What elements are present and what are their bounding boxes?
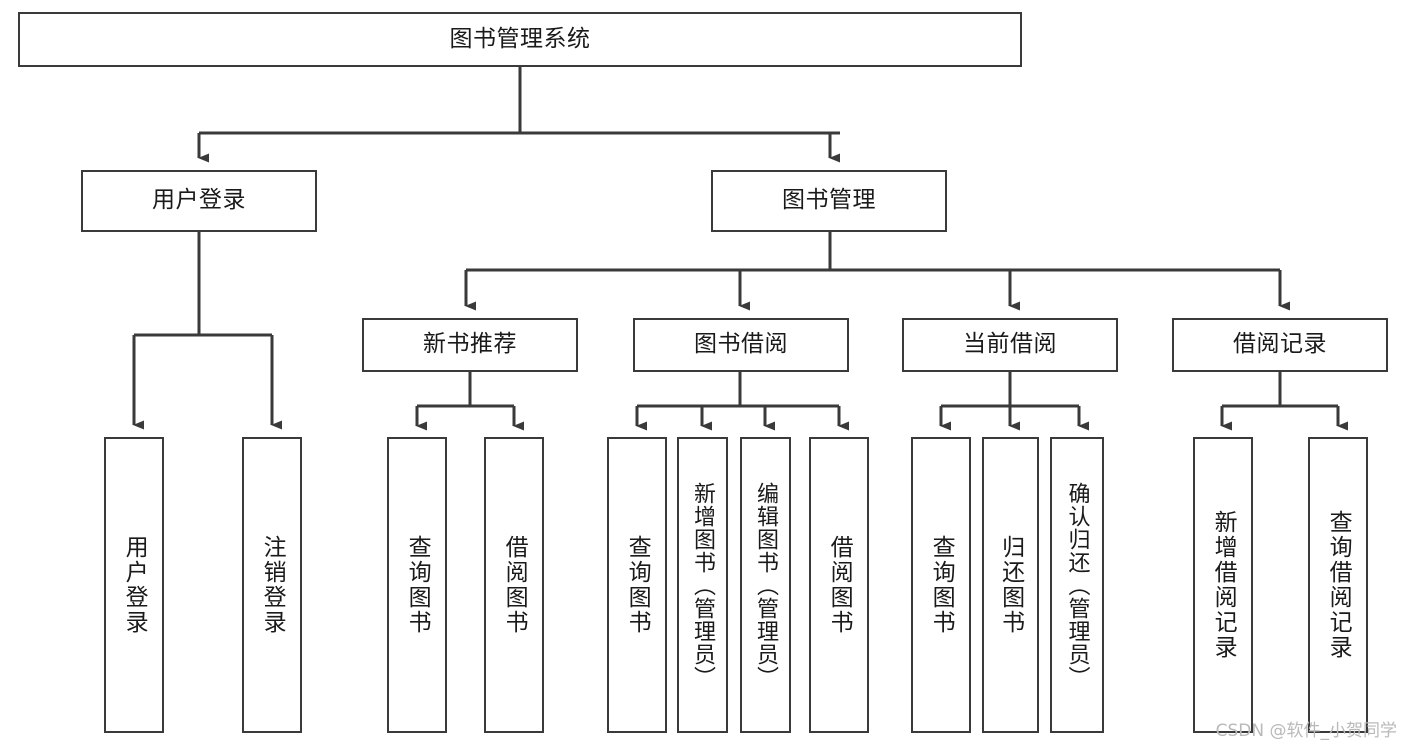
- node-leaf-user-login-label: 用户登录: [121, 535, 148, 635]
- node-leaf-edit-book[interactable]: 编辑图书（管理员）: [740, 437, 791, 733]
- node-current-borrow-label: 当前借阅: [963, 331, 1057, 358]
- node-leaf-confirm-return[interactable]: 确认归还（管理员）: [1050, 437, 1104, 733]
- node-leaf-query-record[interactable]: 查询借阅记录: [1308, 437, 1368, 733]
- node-user-login[interactable]: 用户登录: [81, 170, 317, 232]
- node-leaf-borrow-book-2-label: 借阅图书: [826, 535, 853, 635]
- node-leaf-query-book-3[interactable]: 查询图书: [911, 437, 971, 733]
- node-root-label: 图书管理系统: [449, 25, 591, 52]
- node-leaf-edit-book-label: 编辑图书（管理员）: [753, 481, 779, 689]
- node-root[interactable]: 图书管理系统: [18, 12, 1022, 67]
- node-leaf-user-login[interactable]: 用户登录: [104, 437, 164, 733]
- node-borrow-record[interactable]: 借阅记录: [1172, 318, 1388, 372]
- node-leaf-query-record-label: 查询借阅记录: [1325, 510, 1352, 660]
- node-leaf-confirm-return-label: 确认归还（管理员）: [1064, 481, 1090, 689]
- node-current-borrow[interactable]: 当前借阅: [902, 318, 1118, 372]
- node-leaf-add-book[interactable]: 新增图书（管理员）: [677, 437, 728, 733]
- node-leaf-add-record[interactable]: 新增借阅记录: [1193, 437, 1253, 733]
- node-new-book-recommend-label: 新书推荐: [423, 331, 517, 358]
- node-book-borrow[interactable]: 图书借阅: [633, 318, 849, 372]
- node-book-management-label: 图书管理: [782, 187, 876, 214]
- node-leaf-add-book-label: 新增图书（管理员）: [690, 481, 716, 689]
- node-leaf-query-book-2[interactable]: 查询图书: [607, 437, 667, 733]
- node-new-book-recommend[interactable]: 新书推荐: [362, 318, 578, 372]
- node-leaf-borrow-book-2[interactable]: 借阅图书: [809, 437, 869, 733]
- node-user-login-label: 用户登录: [152, 187, 246, 214]
- node-leaf-return-book-label: 归还图书: [997, 535, 1024, 635]
- node-leaf-return-book[interactable]: 归还图书: [982, 437, 1039, 733]
- node-leaf-logout-login[interactable]: 注销登录: [242, 437, 302, 733]
- node-leaf-logout-login-label: 注销登录: [259, 535, 286, 635]
- watermark: CSDN @软件_小贺同学: [1215, 721, 1397, 741]
- node-leaf-borrow-book-1-label: 借阅图书: [501, 535, 528, 635]
- node-leaf-query-book-1[interactable]: 查询图书: [387, 437, 447, 733]
- node-borrow-record-label: 借阅记录: [1233, 331, 1327, 358]
- node-leaf-borrow-book-1[interactable]: 借阅图书: [484, 437, 544, 733]
- node-leaf-query-book-1-label: 查询图书: [404, 535, 431, 635]
- node-leaf-query-book-2-label: 查询图书: [624, 535, 651, 635]
- node-leaf-add-record-label: 新增借阅记录: [1210, 510, 1237, 660]
- node-book-borrow-label: 图书借阅: [694, 331, 788, 358]
- node-book-management[interactable]: 图书管理: [711, 170, 947, 232]
- node-leaf-query-book-3-label: 查询图书: [928, 535, 955, 635]
